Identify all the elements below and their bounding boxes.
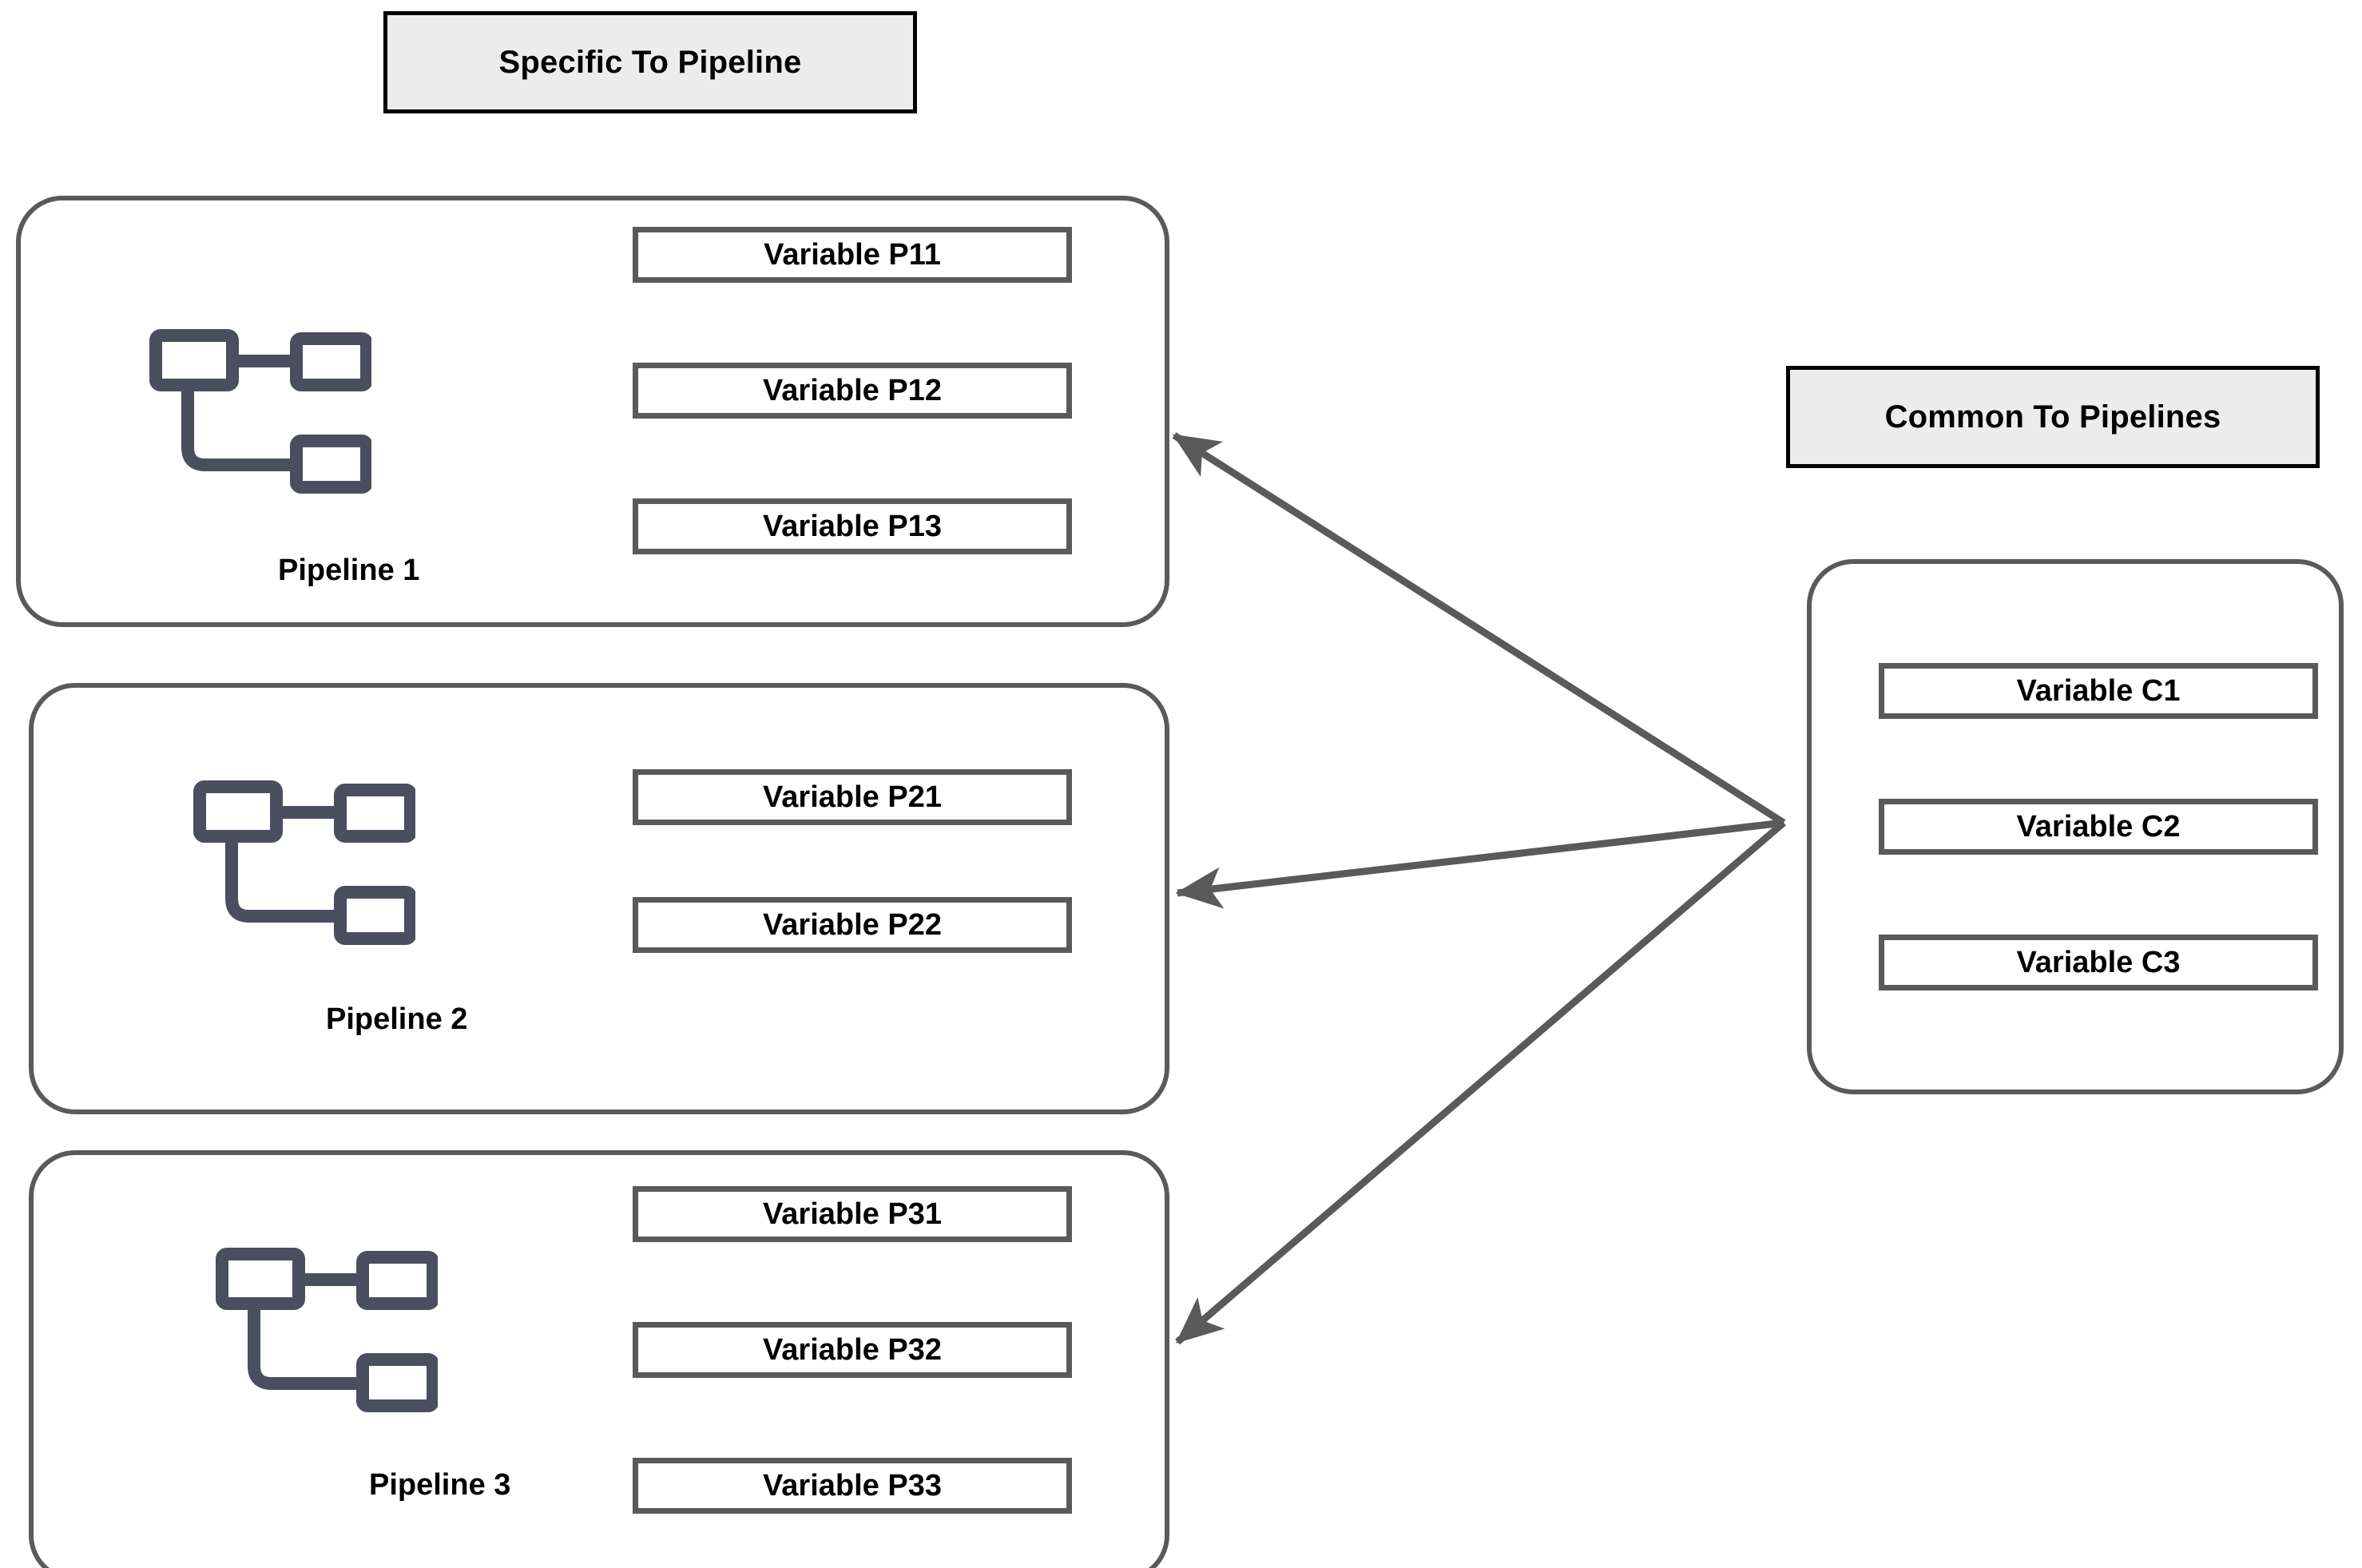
arrow-common-to-pipeline-1 [1172, 432, 1786, 826]
variable-label-p11: Variable P11 [764, 237, 941, 272]
pipeline-flow-icon [214, 1246, 438, 1422]
pipeline-flow-icon [192, 779, 415, 955]
pipeline-flow-icon [148, 327, 371, 503]
variable-box-p31: Variable P31 [633, 1186, 1072, 1242]
variable-box-p13: Variable P13 [633, 498, 1072, 554]
variable-box-c3: Variable C3 [1879, 935, 2318, 990]
variable-label-p13: Variable P13 [763, 509, 942, 543]
variable-label-c1: Variable C1 [2016, 673, 2181, 708]
variable-label-p32: Variable P32 [763, 1332, 942, 1367]
legend-specific-label: Specific To Pipeline [498, 44, 802, 80]
legend-specific-to-pipeline: Specific To Pipeline [383, 11, 917, 113]
legend-common-to-pipelines: Common To Pipelines [1786, 366, 2320, 468]
pipeline-caption-1: Pipeline 1 [278, 554, 420, 587]
variable-box-c1: Variable C1 [1879, 663, 2318, 719]
variable-label-p33: Variable P33 [763, 1468, 942, 1503]
variable-label-p22: Variable P22 [763, 907, 942, 942]
variable-box-p22: Variable P22 [633, 897, 1072, 953]
legend-common-label: Common To Pipelines [1884, 399, 2221, 435]
arrow-common-to-pipeline-3 [1175, 820, 1786, 1345]
variable-box-p11: Variable P11 [633, 227, 1072, 283]
variable-label-c2: Variable C2 [2016, 809, 2181, 844]
variable-label-p21: Variable P21 [763, 780, 942, 814]
variable-label-p12: Variable P12 [763, 373, 942, 407]
variable-box-p32: Variable P32 [633, 1322, 1072, 1378]
pipeline-caption-2: Pipeline 2 [326, 1002, 468, 1036]
variable-box-p33: Variable P33 [633, 1458, 1072, 1514]
variable-label-p31: Variable P31 [763, 1197, 942, 1231]
pipeline-caption-3: Pipeline 3 [369, 1468, 511, 1502]
variable-label-c3: Variable C3 [2016, 945, 2181, 979]
variable-box-c2: Variable C2 [1879, 799, 2318, 855]
variable-box-p21: Variable P21 [633, 769, 1072, 825]
arrow-common-to-pipeline-2 [1175, 819, 1784, 909]
variable-box-p12: Variable P12 [633, 363, 1072, 419]
